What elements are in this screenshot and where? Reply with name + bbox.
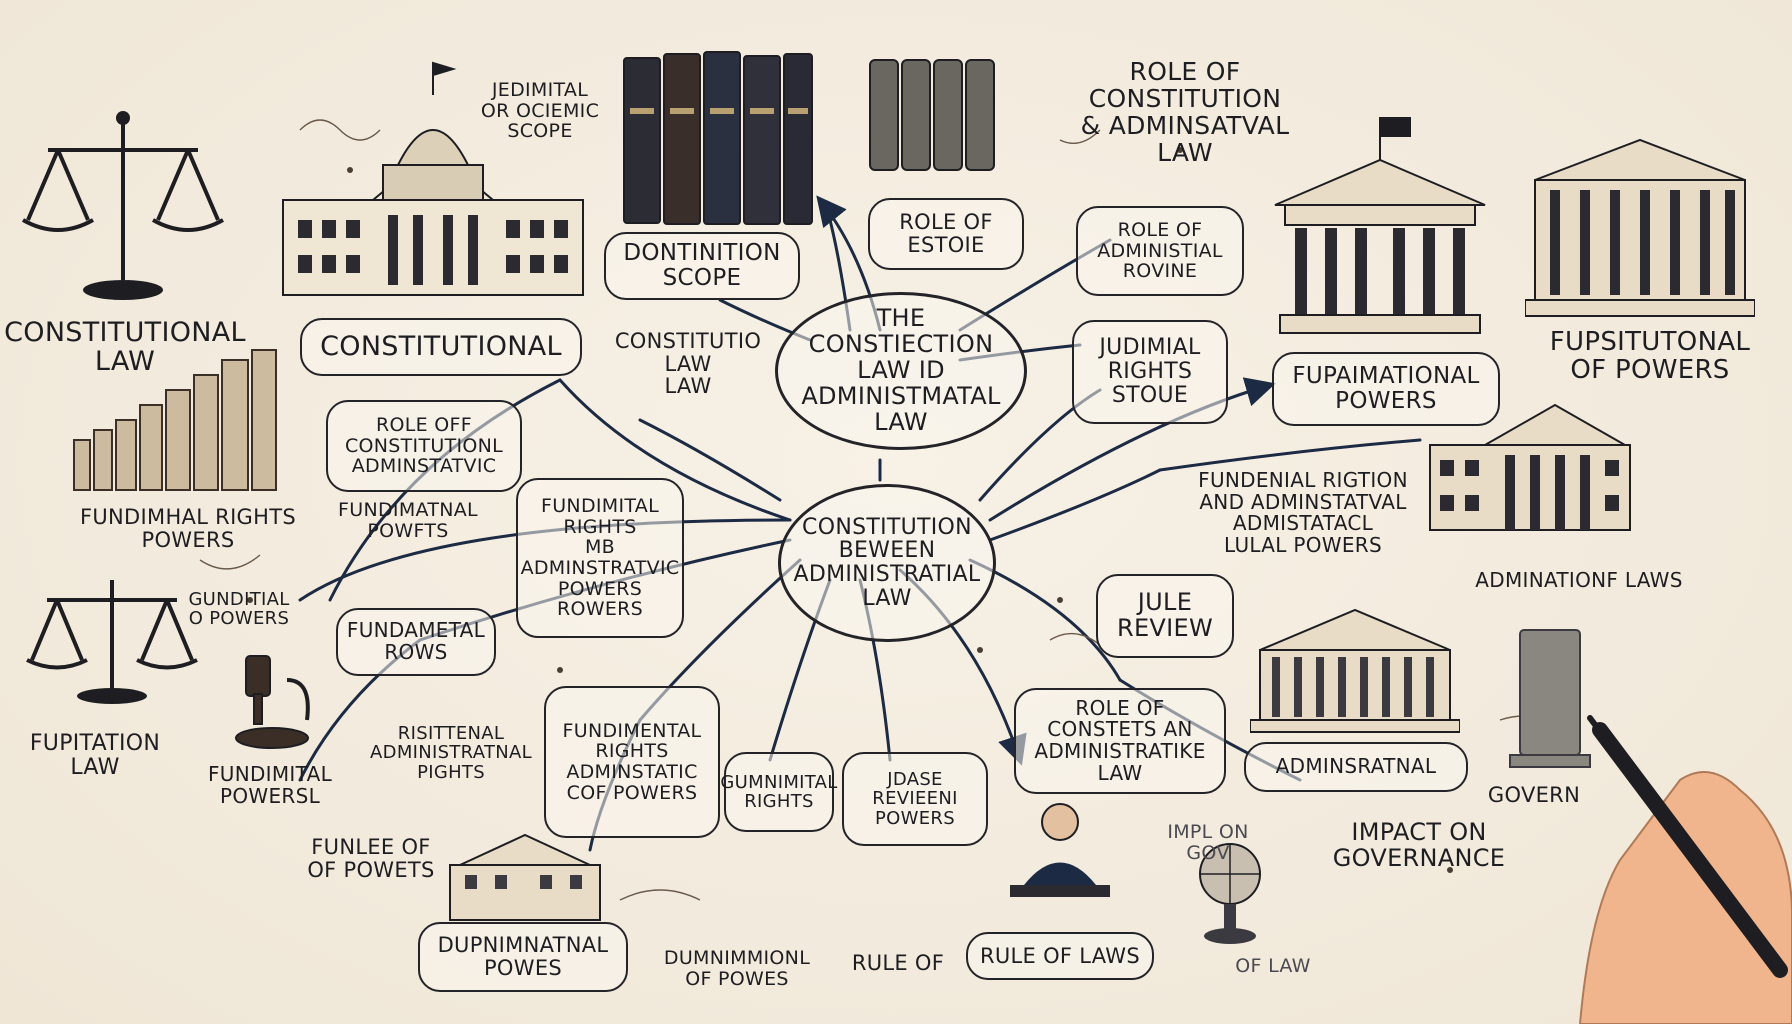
fupsitutional-of-powers-label: FUPSITUTONAL OF POWERS xyxy=(1549,327,1751,386)
of-law-label: OF LAW xyxy=(1235,955,1311,977)
hand-with-pen-icon xyxy=(1578,715,1792,1024)
edge xyxy=(1158,438,1422,472)
center-hub: CONSTITUTION BEWEEN ADMINISTRATIAL LAW xyxy=(778,484,996,642)
fundenial-rigtion-label: FUNDENIAL RIGTION AND ADMINSTATVAL ADMIS… xyxy=(1198,468,1408,557)
courthouse-icon xyxy=(1250,608,1460,733)
pillar-icon xyxy=(1509,629,1591,768)
jedimital-scope-label: JEDIMITAL OR OCIEMIC SCOPE xyxy=(480,79,600,143)
gunditial-powers-label: GUNDITIAL O POWERS xyxy=(188,589,290,630)
fundimatnal-powfts-label: FUNDIMATNAL POWFTS xyxy=(338,499,478,542)
government-building-icon xyxy=(1525,138,1755,317)
government-building-icon xyxy=(1429,403,1631,531)
edge xyxy=(558,378,792,522)
law-books-icon xyxy=(623,51,813,225)
house-icon xyxy=(449,833,601,921)
judimial-rights-box: JUDIMIAL RIGHTS STOUE xyxy=(1072,320,1228,424)
scales-of-justice-icon xyxy=(26,580,198,704)
gavel-icon xyxy=(235,655,310,749)
impl-on-label: IMPL ON GOV xyxy=(1167,821,1249,864)
top-hub: THE CONSTIECTION LAW ID ADMINISTMATAL LA… xyxy=(775,292,1027,450)
edge xyxy=(988,468,1162,542)
adminsratnal-box: ADMINSRATNAL xyxy=(1244,742,1468,792)
role-of-administial-box: ROLE OF ADMINISTIAL ROVINE xyxy=(1076,206,1244,296)
constitutional-law-label: CONSTITUTIONAL LAW xyxy=(4,317,246,378)
fupaimational-powers-box: FUPAIMATIONAL POWERS xyxy=(1272,352,1500,426)
jule-review-box: JULE REVIEW xyxy=(1096,574,1234,658)
judge-icon xyxy=(1010,803,1110,897)
gumnimital-rights-box: GUMNIMITAL RIGHTS xyxy=(720,752,837,832)
edge xyxy=(968,558,1122,682)
capitol-building-icon xyxy=(282,61,584,296)
impact-on-governance-label: IMPACT ON GOVERNANCE xyxy=(1332,818,1506,872)
dontinition-scope-box: DONTINITION SCOPE xyxy=(604,232,800,300)
govern-label: GOVERN xyxy=(1487,783,1581,807)
risittenal-label: RISITTENAL ADMINISTRATNAL PIGHTS xyxy=(370,723,532,783)
role-of-constets-box: ROLE OF CONSTETS AN ADMINISTRATIKE LAW xyxy=(1014,688,1226,794)
rule-of-laws-box: RULE OF LAWS xyxy=(966,932,1154,980)
edge xyxy=(638,418,782,502)
dumnimmonl-label: DUMNIMMIONL OF POWES xyxy=(663,947,811,990)
rule-of-label: RULE OF xyxy=(851,951,945,975)
dupnimnatnal-box: DUPNIMNATNAL POWES xyxy=(418,922,628,992)
role-of-estoie-box: ROLE OF ESTOIE xyxy=(868,198,1024,270)
fundimital-rights-box: FUNDIMITAL RIGHTS MB ADMINSTRATVIC POWER… xyxy=(516,478,684,638)
role-of-constitution-top-label: ROLE OF CONSTITUTION & ADMINSATVAL LAW xyxy=(1080,57,1290,167)
jdase-revieenl-box: JDASE REVIEENI POWERS xyxy=(842,752,988,846)
constitutional-box: CONSTITUTIONAL xyxy=(300,318,582,376)
books-stack-icon xyxy=(73,349,277,491)
fundametal-rows-box: FUNDAMETAL ROWS xyxy=(336,608,496,676)
role-of-constitutional-box: ROLE OFF CONSTITUTIONL ADMINSTATVIC xyxy=(326,400,522,492)
fundimital-powersl-label: FUNDIMITAL POWERSL xyxy=(207,762,333,808)
edge xyxy=(298,538,482,602)
globe-icon xyxy=(1199,843,1261,944)
adminationf-laws-label: ADMINATIONF LAWS xyxy=(1475,568,1683,592)
scales-of-justice-icon xyxy=(22,111,224,300)
edge xyxy=(988,377,1276,522)
books-icon xyxy=(869,59,995,171)
fundimental-rights-box: FUNDIMENTAL RIGHTS ADMINSTATIC COF POWER… xyxy=(544,686,720,838)
constitutio-law-label: CONSTITUTIO LAW LAW xyxy=(614,329,762,399)
courthouse-icon xyxy=(1274,117,1486,334)
funlee-of-powets-label: FUNLEE OF OF POWETS xyxy=(307,835,435,882)
fundimhal-rights-powers-label: FUNDIMHAL RIGHTS POWERS xyxy=(80,505,296,552)
fupitation-law-label: FUPITATION LAW xyxy=(29,731,161,780)
